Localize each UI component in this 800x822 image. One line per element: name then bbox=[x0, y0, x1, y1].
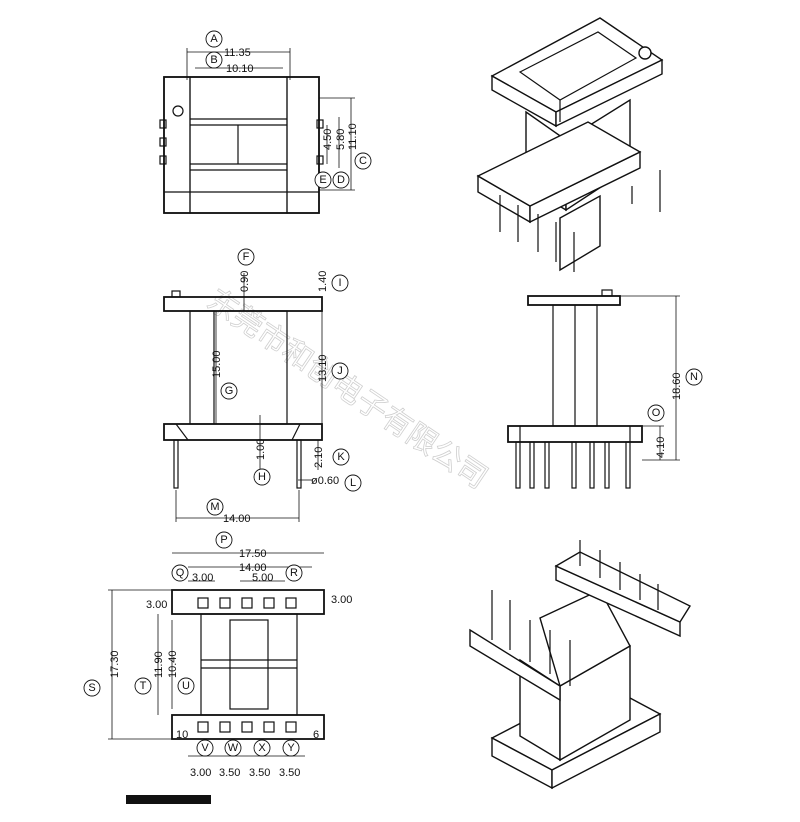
dim-S-value: 17.30 bbox=[109, 650, 121, 678]
dim-P2-value: 14.00 bbox=[239, 562, 267, 574]
callout-D: D bbox=[332, 171, 350, 189]
callout-L-label: L bbox=[350, 477, 356, 489]
dim-E-value: 4.50 bbox=[322, 129, 334, 150]
dim-V-value: 3.00 bbox=[190, 767, 211, 779]
callout-O-label: O bbox=[652, 407, 661, 419]
isometric-view-top bbox=[476, 17, 664, 272]
callout-V-label: V bbox=[201, 742, 209, 754]
callout-E: E bbox=[314, 171, 332, 189]
isometric-view-bottom bbox=[469, 540, 692, 790]
dim-U-value: 10.40 bbox=[167, 650, 179, 678]
bottom-view: 10 6 17.50 14.00 3.00 5.00 3.00 3.00 17.… bbox=[108, 548, 352, 779]
pin-mark-right: 6 bbox=[313, 729, 319, 741]
callout-U: U bbox=[177, 677, 195, 695]
dim-R-value: 5.00 bbox=[252, 572, 273, 584]
callout-P-label: P bbox=[220, 534, 227, 546]
callout-E-label: E bbox=[319, 174, 326, 186]
callout-Q: Q bbox=[171, 564, 189, 582]
dim-W-value: 3.50 bbox=[219, 767, 240, 779]
dim-L-value: ø0.60 bbox=[311, 475, 339, 487]
dim-N-value: 18.60 bbox=[671, 372, 683, 400]
callout-A: A bbox=[205, 30, 223, 48]
callout-G: G bbox=[220, 382, 238, 400]
scale-bar bbox=[126, 795, 211, 804]
callout-T-label: T bbox=[140, 680, 147, 692]
callout-R-label: R bbox=[290, 567, 298, 579]
dim-Q-value: 3.00 bbox=[192, 572, 213, 584]
callout-J-label: J bbox=[337, 365, 343, 377]
callout-K-label: K bbox=[337, 451, 345, 463]
front-view: 0.90 15.00 1.00 1.40 13.10 2.10 ø0.60 14… bbox=[163, 271, 339, 525]
callout-S: S bbox=[83, 679, 101, 697]
top-view: 11.35 10.10 11.10 5.80 4.50 bbox=[159, 47, 359, 214]
callout-N-label: N bbox=[690, 371, 698, 383]
dim-J-value: 13.10 bbox=[317, 354, 329, 382]
callout-H-label: H bbox=[258, 471, 266, 483]
side-view: 18.60 4.10 bbox=[507, 289, 683, 489]
callout-N: N bbox=[685, 368, 703, 386]
callout-D-label: D bbox=[337, 174, 345, 186]
dim-K-value: 2.10 bbox=[313, 447, 325, 468]
dim-side-left-value: 3.00 bbox=[146, 599, 167, 611]
callout-G-label: G bbox=[225, 385, 234, 397]
callout-R: R bbox=[285, 564, 303, 582]
dim-H-value: 1.00 bbox=[255, 439, 267, 460]
callout-W-label: W bbox=[228, 742, 239, 754]
callouts: A B C D E F G H I J K L M N O P Q R S T … bbox=[83, 30, 703, 757]
callout-T: T bbox=[134, 677, 152, 695]
callout-V: V bbox=[196, 739, 214, 757]
dim-A-value: 11.35 bbox=[224, 47, 251, 59]
callout-U-label: U bbox=[182, 680, 190, 692]
dim-X-value: 3.50 bbox=[249, 767, 270, 779]
dim-G-value: 15.00 bbox=[211, 350, 223, 378]
dim-Y-value: 3.50 bbox=[279, 767, 300, 779]
callout-A-label: A bbox=[210, 33, 218, 45]
dim-side-right-value: 3.00 bbox=[331, 594, 352, 606]
dim-M-value: 14.00 bbox=[223, 513, 251, 525]
dim-D-value: 5.80 bbox=[335, 129, 347, 150]
callout-B: B bbox=[205, 51, 223, 69]
dim-I-value: 1.40 bbox=[317, 271, 329, 292]
callout-P: P bbox=[215, 531, 233, 549]
callout-Y: Y bbox=[282, 739, 300, 757]
watermark-text: 东莞市和创电子有限公司 bbox=[201, 283, 494, 497]
callout-L: L bbox=[344, 474, 362, 492]
callout-I-label: I bbox=[338, 277, 341, 289]
callout-F-label: F bbox=[243, 251, 250, 263]
callout-J: J bbox=[331, 362, 349, 380]
callout-H: H bbox=[253, 468, 271, 486]
callout-O: O bbox=[647, 404, 665, 422]
callout-M-label: M bbox=[210, 501, 219, 513]
callout-K: K bbox=[332, 448, 350, 466]
dim-O-value: 4.10 bbox=[655, 437, 667, 458]
dim-P-value: 17.50 bbox=[239, 548, 267, 560]
callout-Q-label: Q bbox=[176, 567, 185, 579]
dim-C-value: 11.10 bbox=[347, 123, 359, 150]
callout-F: F bbox=[237, 248, 255, 266]
callout-S-label: S bbox=[88, 682, 95, 694]
callout-B-label: B bbox=[210, 54, 217, 66]
dim-B-value: 10.10 bbox=[226, 63, 254, 75]
pin-mark-left: 10 bbox=[176, 729, 188, 741]
callout-C: C bbox=[354, 152, 372, 170]
callout-C-label: C bbox=[359, 155, 367, 167]
dim-T-value: 11.90 bbox=[153, 651, 165, 678]
callout-Y-label: Y bbox=[287, 742, 295, 754]
dim-F-value: 0.90 bbox=[239, 271, 251, 292]
callout-M: M bbox=[206, 498, 224, 516]
callout-I: I bbox=[331, 274, 349, 292]
callout-W: W bbox=[224, 739, 242, 757]
callout-X: X bbox=[253, 739, 271, 757]
callout-X-label: X bbox=[258, 742, 266, 754]
